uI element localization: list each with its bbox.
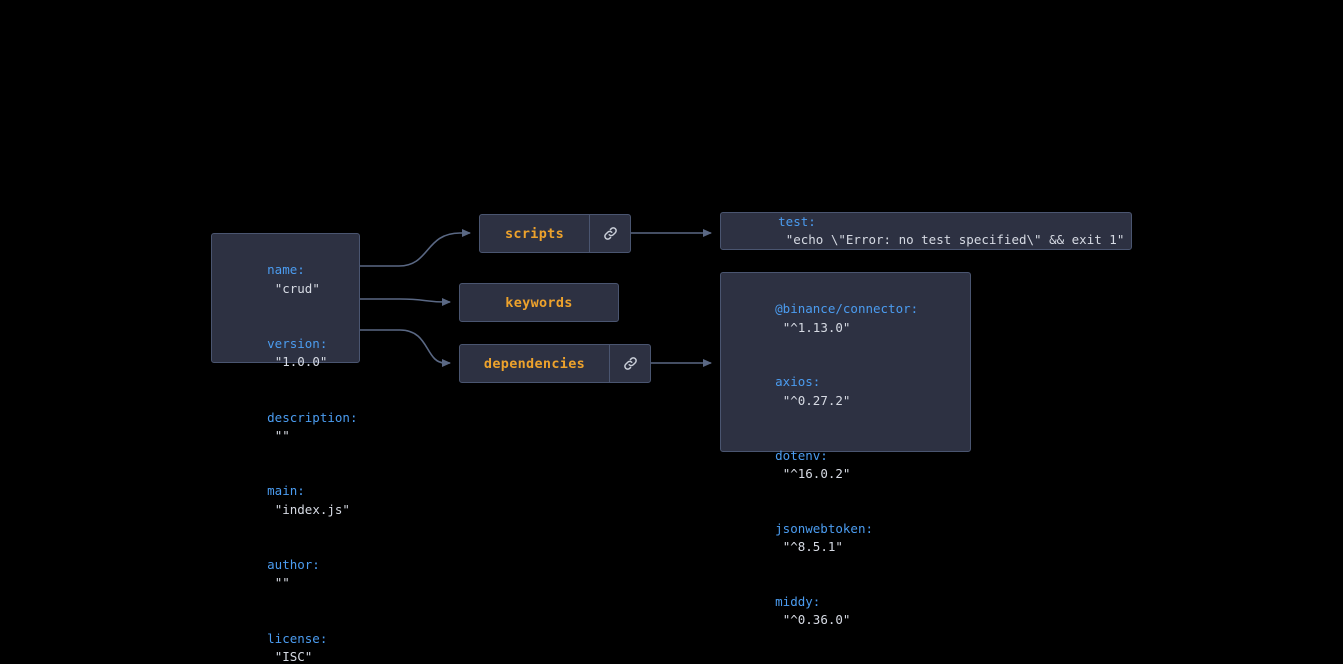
property-value: "" <box>274 428 290 444</box>
link-icon <box>623 357 637 370</box>
dependency-value: "^0.36.0" <box>782 612 851 628</box>
dependency-value: "^8.5.1" <box>782 539 843 555</box>
dependency-row: mongodb: "^4.9.0" <box>730 648 970 664</box>
dependency-value: "^0.27.2" <box>782 392 851 408</box>
property-value: "index.js" <box>274 501 350 517</box>
script-row: test: "echo \"Error: no test specified\"… <box>733 194 1124 267</box>
property-key: main: <box>267 483 305 499</box>
property-row: license: "ISC" <box>222 611 359 664</box>
dependency-key: axios: <box>775 374 821 390</box>
property-value: "ISC" <box>274 648 313 664</box>
dependency-row: jsonwebtoken: "^8.5.1" <box>730 502 970 575</box>
dependencies-detail-panel[interactable]: @binance/connector: "^1.13.0" axios: "^0… <box>720 272 971 627</box>
dependency-row: axios: "^0.27.2" <box>730 355 970 428</box>
property-row: description: "" <box>222 390 359 464</box>
dependency-key: @binance/connector: <box>775 301 919 317</box>
dependency-value: "^1.13.0" <box>782 319 851 335</box>
property-row: main: "index.js" <box>222 464 359 538</box>
scripts-detail-panel[interactable]: test: "echo \"Error: no test specified\"… <box>720 212 1132 250</box>
dependency-key: middy: <box>775 594 821 610</box>
property-value: "crud" <box>274 280 320 296</box>
property-value: "1.0.0" <box>274 354 328 370</box>
edge-root-to-keywords <box>360 298 451 306</box>
property-row: version: "1.0.0" <box>222 317 359 391</box>
dependencies-node[interactable]: dependencies <box>459 344 651 383</box>
property-key: description: <box>267 409 358 425</box>
dependency-row: dotenv: "^16.0.2" <box>730 428 970 501</box>
property-value: "" <box>274 575 290 591</box>
dependency-row: middy: "^0.36.0" <box>730 575 970 648</box>
dependency-key: jsonwebtoken: <box>775 520 873 536</box>
property-key: license: <box>267 630 328 646</box>
dependency-row: @binance/connector: "^1.13.0" <box>730 282 970 355</box>
dependencies-expand-link-button[interactable] <box>609 345 650 382</box>
link-icon <box>603 227 617 240</box>
property-row: author: "" <box>222 538 359 612</box>
property-row: name: "crud" <box>222 243 359 317</box>
scripts-node-label: scripts <box>505 225 564 242</box>
script-value: "echo \"Error: no test specified\" && ex… <box>785 232 1125 247</box>
edge-root-to-scripts <box>360 229 471 267</box>
package-root-node[interactable]: name: "crud" version: "1.0.0" descriptio… <box>211 233 360 664</box>
keywords-node-label: keywords <box>505 294 573 311</box>
property-key: author: <box>267 556 320 572</box>
dependency-value: "^16.0.2" <box>782 465 851 481</box>
scripts-expand-link-button[interactable] <box>589 215 630 252</box>
property-key: version: <box>267 336 328 352</box>
edge-root-to-dependencies <box>360 329 451 367</box>
keywords-node[interactable]: keywords <box>459 283 619 322</box>
script-key: test: <box>778 213 816 229</box>
dependency-key: dotenv: <box>775 447 828 463</box>
dependencies-node-label: dependencies <box>483 355 586 372</box>
scripts-node[interactable]: scripts <box>479 214 631 253</box>
property-key: name: <box>267 262 305 278</box>
